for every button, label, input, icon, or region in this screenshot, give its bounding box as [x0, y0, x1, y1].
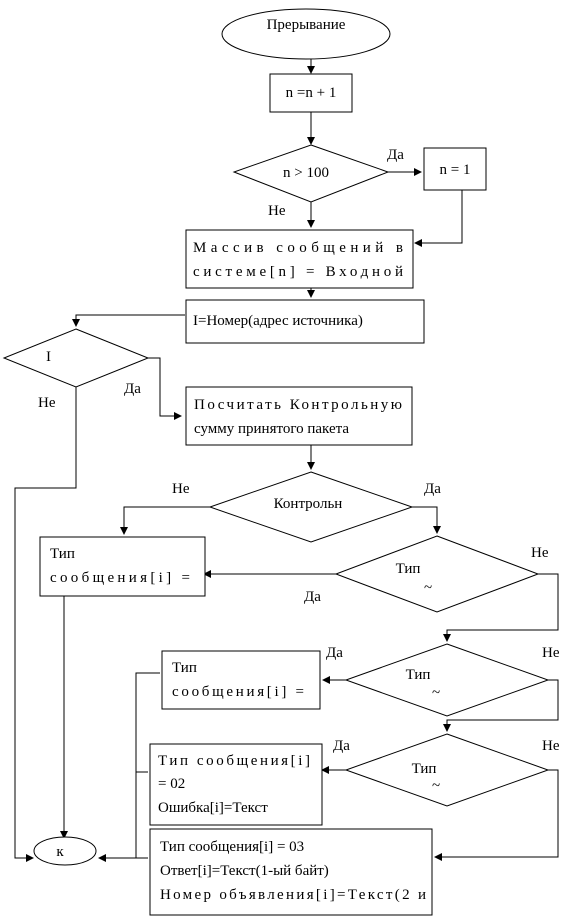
increment-box: n =n + 1 — [269, 73, 353, 113]
source-box: I=Номер(адрес источника) — [185, 299, 425, 344]
decision-i-label: I — [46, 349, 51, 365]
increment-label: n =n + 1 — [286, 85, 337, 101]
type-box-1-line-2: сообщения[i] = — [50, 570, 190, 586]
type-box-2-line-1: Тип — [172, 660, 197, 676]
type-box-2: Тип сообщения[i] = — [161, 650, 321, 710]
decision-type-3: Тип ~ — [344, 733, 550, 807]
store-line-2: системе[n] = Входной — [193, 264, 403, 280]
decision-type-3-label: Тип — [412, 761, 437, 777]
type-box-2-line-2: сообщения[i] = — [172, 684, 304, 700]
start-terminal: Прерывание — [221, 8, 391, 60]
yes-label-type-2: Да — [326, 645, 343, 661]
decision-checksum-label: Контрольн — [274, 496, 343, 512]
type-box-3-line-3: Ошибка[i]=Текст — [158, 800, 268, 816]
no-label-type-1: Не — [531, 545, 549, 561]
decision-checksum: Контрольн — [208, 471, 414, 543]
start-label: Прерывание — [267, 17, 346, 33]
no-label-n: Не — [268, 203, 286, 219]
type-box-3-line-2: = 02 — [158, 776, 185, 792]
checksum-line-2: сумму принятого пакета — [194, 421, 349, 437]
yes-label-type-1: Да — [304, 589, 321, 605]
store-box: Массив сообщений в системе[n] = Входной — [185, 229, 414, 289]
end-label: к — [56, 844, 64, 860]
reset-box: n = 1 — [423, 147, 487, 191]
decision-type-1: Тип ~ — [334, 535, 540, 613]
yes-label-type-3: Да — [333, 738, 350, 754]
yes-label-n: Да — [387, 147, 404, 163]
type-box-4-line-3: Номер объявления[i]=Текст(2 и — [160, 887, 426, 903]
type-box-1: Тип сообщения[i] = — [39, 536, 206, 597]
decision-n-label: n > 100 — [283, 165, 329, 181]
type-box-3: Тип сообщения[i] = 02 Ошибка[i]=Текст — [149, 743, 323, 826]
no-label-type-2: Не — [542, 645, 560, 661]
decision-type-2-tilde: ~ — [432, 685, 440, 701]
decision-type-2-label: Тип — [406, 667, 431, 683]
decision-type-1-tilde: ~ — [424, 580, 432, 596]
no-label-type-3: Не — [542, 738, 560, 754]
end-terminal: к — [33, 836, 97, 866]
decision-n-over-100: n > 100 — [232, 144, 390, 203]
type-box-4: Тип сообщения[i] = 03 Ответ[i]=Текст(1-ы… — [149, 828, 433, 916]
type-box-1-line-1: Тип — [50, 546, 75, 562]
decision-type-3-tilde: ~ — [432, 778, 440, 794]
yes-label-i: Да — [124, 381, 141, 397]
arrowheads — [26, 66, 451, 862]
decision-type-2: Тип ~ — [344, 643, 550, 717]
connectors — [14, 58, 559, 859]
checksum-box: Посчитать Контрольную сумму принятого па… — [185, 386, 413, 446]
source-label: I=Номер(адрес источника) — [193, 313, 363, 329]
no-label-i: Не — [38, 395, 56, 411]
no-label-checksum: Не — [172, 481, 190, 497]
decision-type-1-label: Тип — [396, 561, 421, 577]
yes-label-checksum: Да — [424, 481, 441, 497]
type-box-4-line-2: Ответ[i]=Текст(1-ый байт) — [160, 863, 329, 879]
decision-i: I — [2, 328, 150, 388]
type-box-4-line-1: Тип сообщения[i] = 03 — [160, 839, 304, 855]
reset-label: n = 1 — [440, 162, 471, 178]
